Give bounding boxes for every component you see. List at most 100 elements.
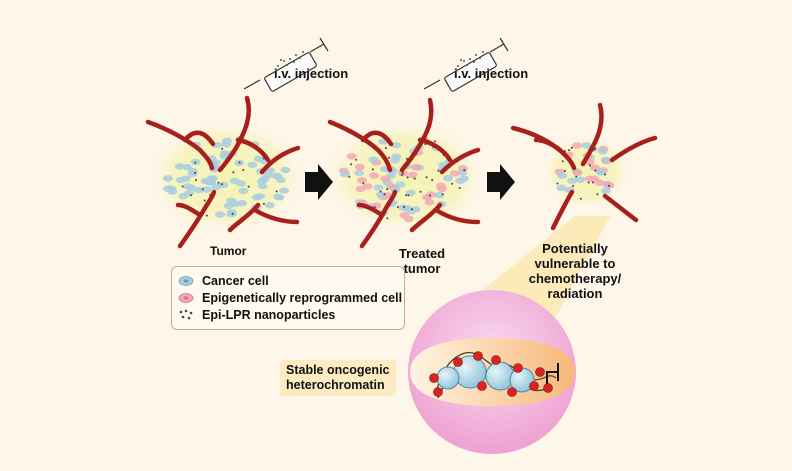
cancer-cell — [455, 177, 466, 185]
cancer-cell — [373, 184, 384, 191]
nanoparticle — [388, 156, 390, 159]
cancer-cell — [247, 161, 258, 169]
nanoparticle — [217, 181, 220, 184]
vulnerable-label-line: chemotherapy/ — [528, 271, 622, 286]
heterochromatin-label-line: heterochromatin — [286, 378, 385, 392]
cancer-cell — [187, 170, 198, 178]
cancer-cell — [272, 172, 283, 180]
reprogrammed-cell — [424, 199, 435, 206]
treated-tumor-label-line: Treated — [398, 246, 446, 261]
reprogrammed-cell — [356, 177, 367, 184]
nanoparticle — [563, 169, 566, 172]
reprogrammed-cell — [354, 163, 365, 171]
nanoparticle — [572, 185, 574, 187]
nanoparticle — [401, 172, 404, 175]
nanoparticle — [403, 205, 405, 208]
nanoparticle — [425, 176, 428, 179]
cancer-cell — [226, 210, 237, 218]
nanoparticle — [604, 173, 607, 176]
nanoparticle — [383, 193, 386, 196]
nucleosome — [485, 361, 515, 391]
cancer-cell — [556, 184, 567, 191]
cancer-cell — [222, 137, 233, 144]
nanoparticle — [201, 188, 204, 191]
nanoparticle — [429, 194, 431, 197]
gene-repression-symbol — [546, 363, 559, 384]
nanoparticle — [434, 140, 437, 143]
cancer-cell — [167, 188, 178, 195]
injection-label-1: i.v. injection — [274, 66, 349, 81]
vulnerable-label-line: vulnerable to — [534, 256, 616, 271]
cancer-cell — [575, 176, 586, 183]
nanoparticle — [362, 182, 365, 185]
cancer-cell — [376, 191, 386, 198]
nanoparticle — [238, 161, 241, 164]
reprogrammed-cell — [436, 185, 447, 192]
nanoparticle — [384, 147, 387, 150]
nanoparticle — [242, 169, 245, 171]
reprogrammed-cell — [572, 142, 582, 149]
cancer-cell — [443, 174, 453, 182]
nanoparticle — [596, 193, 599, 196]
cancer-cell — [280, 166, 291, 174]
cancer-cell — [567, 177, 578, 184]
cancer-cell — [238, 187, 249, 195]
reprogrammed-cell — [458, 165, 468, 172]
nanoparticle — [247, 185, 250, 188]
nanoparticle — [371, 168, 374, 171]
cancer-cell — [206, 179, 217, 186]
process-arrow-2 — [487, 164, 515, 200]
cancer-cell — [395, 181, 406, 188]
cancer-cell — [368, 156, 379, 163]
nanoparticle — [348, 175, 351, 178]
reprogrammed-cell — [572, 169, 583, 176]
cancer-cell — [259, 175, 270, 183]
cancer-cell — [264, 202, 275, 209]
reprogrammed-cell — [590, 164, 600, 171]
heterochromatin-label-line: Stable oncogenic — [286, 363, 390, 377]
injection-label-2: i.v. injection — [454, 66, 529, 81]
cancer-cell — [215, 211, 226, 218]
cancer-cell — [398, 204, 409, 211]
cancer-cell — [201, 186, 212, 193]
nanoparticle — [400, 174, 403, 176]
nanoparticle — [411, 208, 413, 211]
nanoparticle — [355, 158, 358, 161]
syringe-icon — [243, 37, 329, 93]
legend-label: Epigenetically reprogrammed cell — [202, 291, 403, 305]
cancer-cell — [339, 170, 350, 178]
cancer-cell — [391, 141, 402, 149]
blood-vessels — [327, 97, 481, 249]
nanoparticle — [373, 206, 376, 209]
vulnerable-label-line: radiation — [547, 286, 603, 301]
nanoparticle — [431, 179, 434, 181]
vulnerable-label-line: Potentially — [542, 241, 608, 256]
cancer-cell — [581, 142, 592, 149]
heterochromatin-label-box: Stable oncogenic heterochromatin — [280, 360, 396, 396]
nanoparticle — [458, 187, 461, 189]
nanoparticle — [194, 161, 197, 164]
tumor-cells — [338, 136, 469, 222]
nanoparticle — [405, 157, 408, 160]
nanoparticle — [608, 184, 610, 187]
reprogrammed-cell — [450, 170, 460, 177]
nanoparticle — [413, 177, 416, 180]
reprogrammed-cell — [362, 183, 373, 190]
nanoparticle-dots-icon — [178, 308, 194, 322]
cancer-cell — [354, 169, 365, 176]
cancer-cell — [174, 163, 185, 170]
legend-item-reprogrammed-cell: Epigenetically reprogrammed cell — [178, 290, 402, 306]
nanoparticle — [407, 194, 410, 197]
nucleosome — [436, 366, 460, 390]
nanoparticle — [441, 193, 444, 196]
arrows — [305, 164, 515, 200]
tumor-label: Tumor — [210, 244, 247, 258]
blue-cell-icon — [178, 274, 194, 288]
syringe-icon — [423, 37, 509, 93]
nanoparticle — [561, 160, 564, 163]
cancer-cell — [184, 189, 195, 197]
cancer-cell — [194, 186, 204, 194]
cancer-cell — [600, 187, 611, 194]
reprogrammed-cell — [403, 215, 414, 222]
